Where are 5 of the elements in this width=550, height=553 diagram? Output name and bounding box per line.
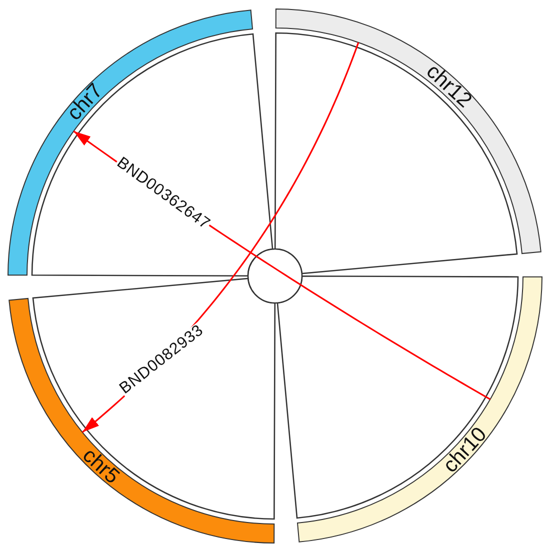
chromosome-band — [275, 8, 542, 255]
chromosome-label: chr5 — [78, 444, 124, 488]
chromosome-band — [8, 297, 275, 544]
chromosome-band — [296, 276, 543, 543]
chromosome-band — [7, 9, 254, 276]
